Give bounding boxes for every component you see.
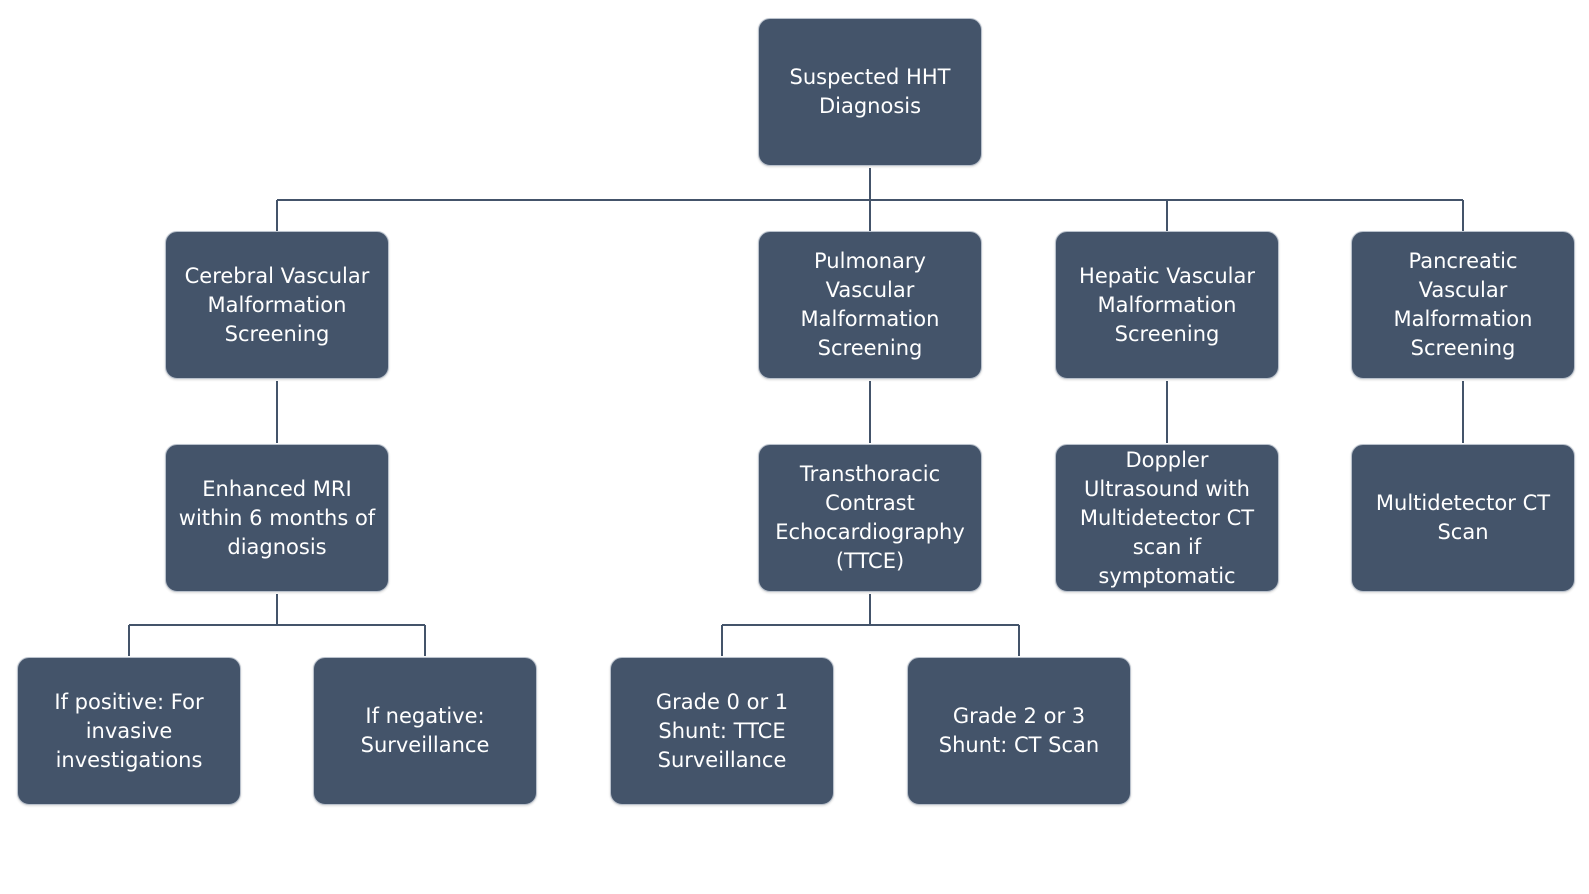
multidetector-ct-label: Multidetector CT Scan bbox=[1375, 491, 1551, 544]
grade-0-1-label: Grade 0 or 1 Shunt: TTCE Surveillance bbox=[655, 689, 789, 772]
if-negative-label: If negative: Surveillance bbox=[360, 704, 490, 757]
if-negative-node: If negative: Surveillance bbox=[313, 657, 537, 805]
root-node-label: Suspected HHT Diagnosis bbox=[789, 65, 951, 118]
grade-2-3-node: Grade 2 or 3 Shunt: CT Scan bbox=[907, 657, 1131, 805]
hepatic-screening-node: Hepatic Vascular Malformation Screening bbox=[1055, 231, 1279, 379]
ttce-label: Transthoracic Contrast Echocardiography … bbox=[775, 462, 965, 573]
pulmonary-screening-node: Pulmonary Vascular Malformation Screenin… bbox=[758, 231, 982, 379]
root-node: Suspected HHT Diagnosis bbox=[758, 18, 982, 166]
ttce-node: Transthoracic Contrast Echocardiography … bbox=[758, 444, 982, 592]
pulmonary-screening-label: Pulmonary Vascular Malformation Screenin… bbox=[800, 249, 940, 360]
cerebral-screening-label: Cerebral Vascular Malformation Screening bbox=[184, 263, 370, 346]
doppler-ultrasound-label: Doppler Ultrasound with Multidetector CT… bbox=[1079, 447, 1255, 588]
pancreatic-screening-node: Pancreatic Vascular Malformation Screeni… bbox=[1351, 231, 1575, 379]
grade-2-3-label: Grade 2 or 3 Shunt: CT Scan bbox=[938, 704, 1100, 757]
enhanced-mri-node: Enhanced MRI within 6 months of diagnosi… bbox=[165, 444, 389, 592]
enhanced-mri-label: Enhanced MRI within 6 months of diagnosi… bbox=[178, 476, 376, 559]
pancreatic-screening-label: Pancreatic Vascular Malformation Screeni… bbox=[1393, 249, 1533, 360]
multidetector-ct-node: Multidetector CT Scan bbox=[1351, 444, 1575, 592]
doppler-ultrasound-node: Doppler Ultrasound with Multidetector CT… bbox=[1055, 444, 1279, 592]
if-positive-label: If positive: For invasive investigations bbox=[54, 689, 204, 772]
cerebral-screening-node: Cerebral Vascular Malformation Screening bbox=[165, 231, 389, 379]
grade-0-1-node: Grade 0 or 1 Shunt: TTCE Surveillance bbox=[610, 657, 834, 805]
if-positive-node: If positive: For invasive investigations bbox=[17, 657, 241, 805]
hepatic-screening-label: Hepatic Vascular Malformation Screening bbox=[1079, 263, 1255, 346]
